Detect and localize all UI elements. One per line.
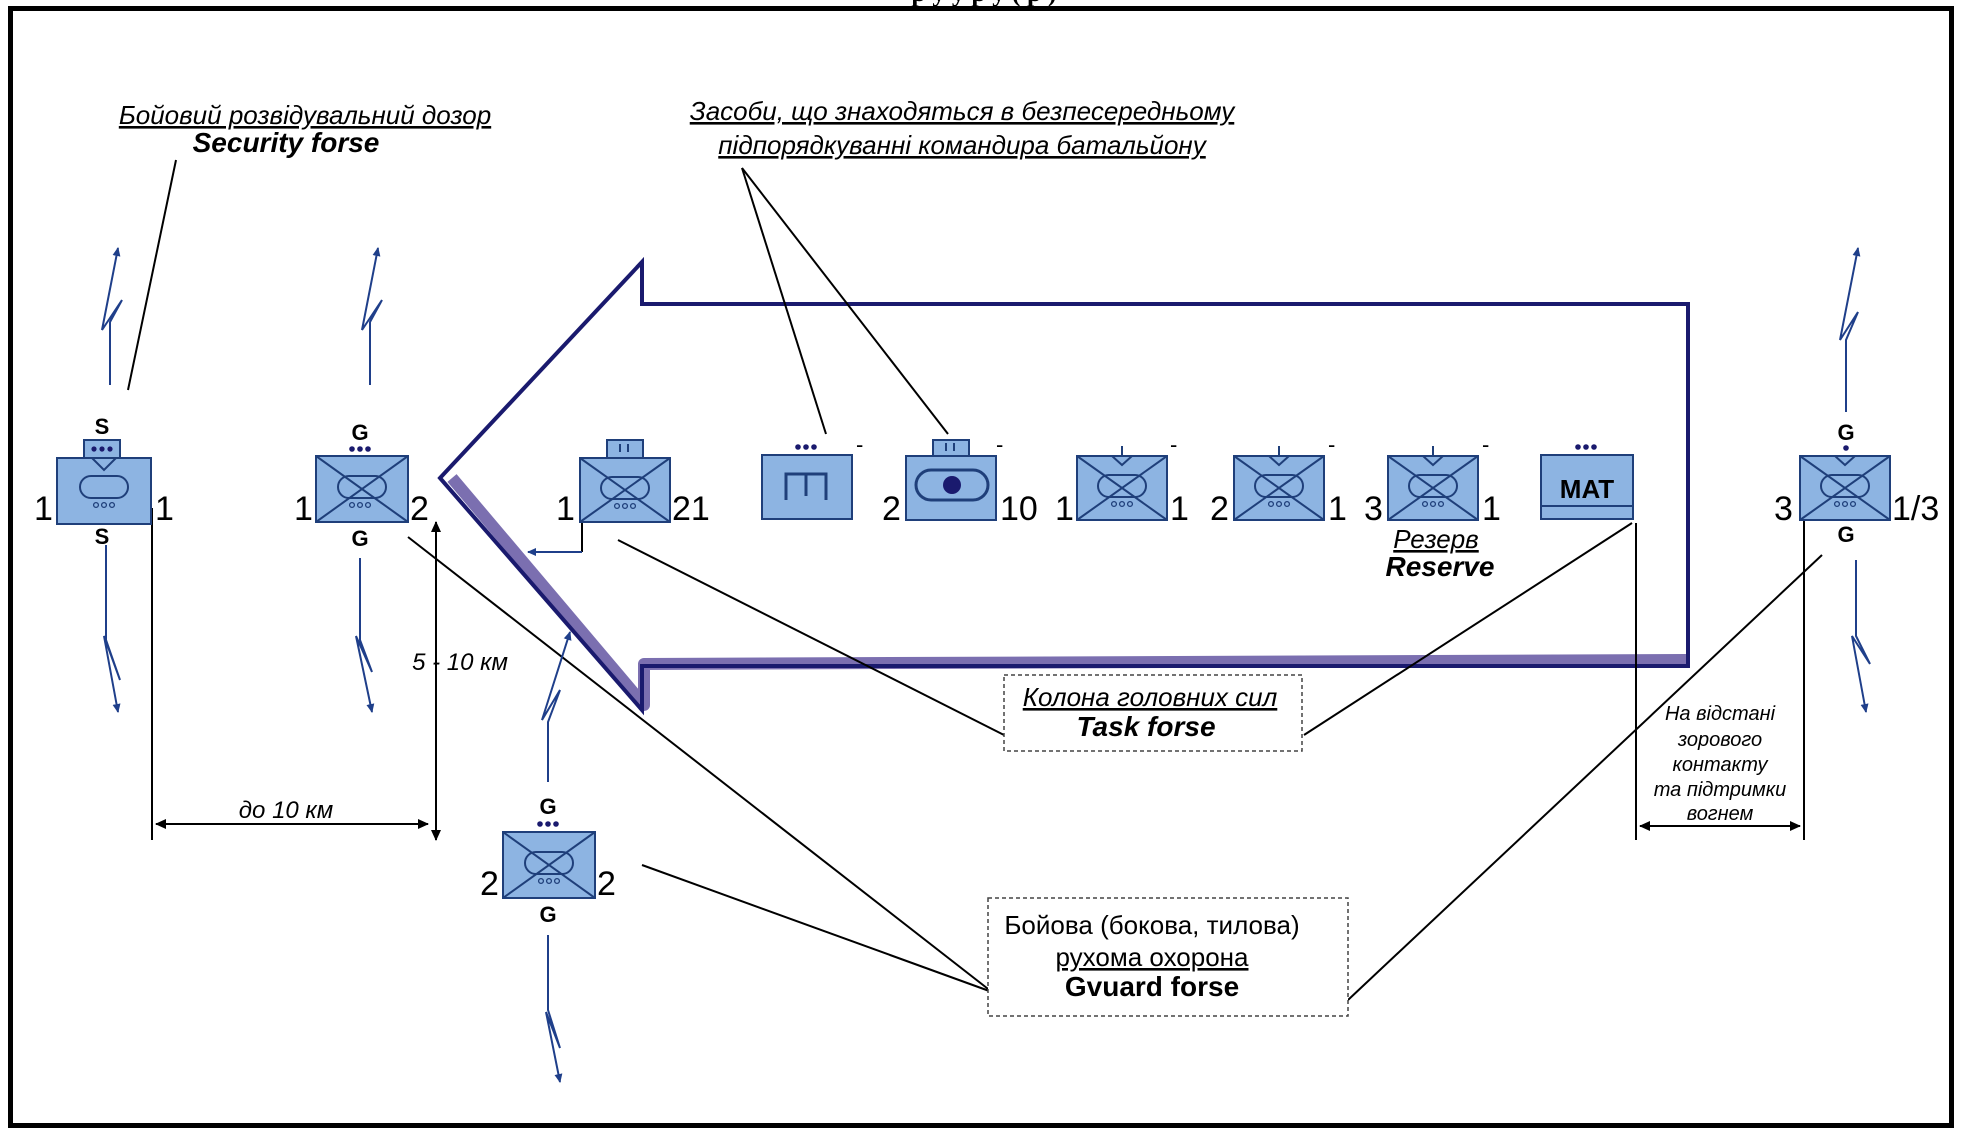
annotation-task-force: Колона головних сил Task forse [1003,674,1303,752]
unit-a-left-number: 1 [1055,490,1074,528]
reserve-right-number: 1 [1482,490,1501,528]
unit-engineer: - [761,432,863,520]
guard-label-line1: Бойова (бокова, тилова) [1004,910,1299,940]
lead-left-number: 1 [556,490,575,528]
unit-guard-rear: G G 3 1/3 [1774,420,1939,547]
guard-rear-left-number: 3 [1774,490,1793,528]
security-label-en: Security forse [193,127,380,158]
signal-up-security [101,247,123,385]
visual-line5: вогнем [1687,803,1754,825]
distance-dimensions [151,508,1805,841]
reserve-label-en: Reserve [1386,551,1495,582]
unit-a: 1 1 - [1055,432,1189,528]
security-right-number: 1 [155,490,174,528]
annotation-distances: до 10 км 5 - 10 км [239,649,508,824]
signal-down-guard-front [355,558,375,713]
signal-up-guard-flank [541,631,572,782]
guard-flank-bottom-letter: G [539,902,556,927]
guard-flank-right-number: 2 [597,865,616,903]
unit-lead: 1 21 [556,439,710,528]
unit-a-right-number: 1 [1170,490,1189,528]
unit-guard-front: G G 1 2 [294,420,429,551]
task-label-ua: Колона головних сил [1023,682,1278,712]
task-label-en: Task forse [1076,711,1215,742]
guard-rear-top-letter: G [1837,420,1854,445]
guard-flank-top-letter: G [539,794,556,819]
distance-5-10km: 5 - 10 км [412,649,508,676]
guard-front-left-number: 1 [294,490,313,528]
annotation-guard-force: Бойова (бокова, тилова) рухома охорона G… [987,897,1349,1017]
guard-label-line2: рухома охорона [1056,942,1250,972]
annotation-reserve: Резерв Reserve [1386,524,1495,582]
unit-a-suffix: - [1170,432,1177,457]
visual-line2: зорового [1677,729,1762,751]
leader-lines [127,159,1823,1001]
reserve-left-number: 3 [1364,490,1383,528]
guard-front-bottom-letter: G [351,526,368,551]
guard-front-top-letter: G [351,420,368,445]
reserve-suffix: - [1482,432,1489,457]
signal-down-guard-rear [1851,560,1871,713]
visual-line1: На відстані [1665,703,1776,725]
page-title-fragment: р у у р у ( р ) [0,0,1968,8]
unit-b-right-number: 1 [1328,490,1347,528]
tank-left-number: 2 [882,490,901,528]
unit-security-patrol: S S 1 1 [34,414,174,549]
annotation-security: Бойовий розвідувальний дозор Security fo… [119,100,491,158]
mat-label: MAT [1560,474,1615,504]
security-top-letter: S [95,414,110,439]
unit-tank: 2 10 - [882,432,1038,528]
visual-line3: контакту [1672,754,1768,776]
signal-up-guard-front [361,247,383,385]
distance-10km: до 10 км [239,797,333,824]
assets-label-line2: підпорядкуванні командира батальйону [718,130,1207,160]
signal-down-guard-flank [545,935,563,1083]
unit-b: 2 1 - [1210,432,1347,528]
unit-b-left-number: 2 [1210,490,1229,528]
security-bottom-letter: S [95,524,110,549]
annotation-assets: Засоби, що знаходяться в безпесередньому… [690,96,1237,160]
guard-label-en: Gvuard forse [1065,971,1239,1002]
tank-suffix: - [996,432,1003,457]
unit-mat: MAT [1540,444,1634,520]
security-left-number: 1 [34,490,53,528]
guard-rear-right-number: 1/3 [1892,490,1939,528]
guard-flank-left-number: 2 [480,865,499,903]
lead-right-number: 21 [672,490,710,528]
main-direction-arrow [437,256,1690,716]
signal-up-guard-rear [1839,247,1861,412]
unit-b-suffix: - [1328,432,1335,457]
guard-front-right-number: 2 [410,490,429,528]
diagram-frame [8,6,1954,1128]
reserve-label-ua: Резерв [1393,524,1479,554]
security-label-ua: Бойовий розвідувальний дозор [119,100,491,130]
signal-arrows [101,247,1871,1083]
assets-label-line1: Засоби, що знаходяться в безпесередньому [690,96,1237,126]
engineer-suffix: - [856,432,863,457]
guard-rear-bottom-letter: G [1837,522,1854,547]
visual-line4: та підтримки [1654,779,1787,801]
unit-guard-flank: G G 2 2 [480,794,616,927]
annotation-visual-contact: На відстані зорового контакту та підтрим… [1654,703,1787,825]
signal-down-security [103,545,121,713]
unit-reserve: 3 1 - [1364,432,1501,528]
tank-right-number: 10 [1000,490,1038,528]
